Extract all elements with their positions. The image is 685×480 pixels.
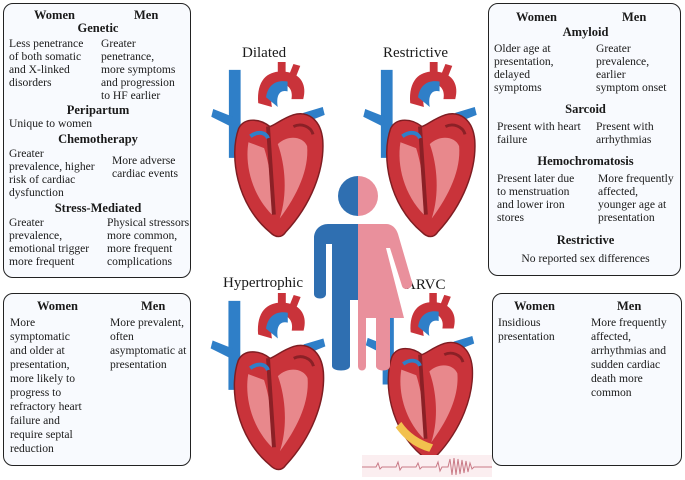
hypertrophic-info-box: Women Men More symptomatic and older at … <box>3 293 191 466</box>
chemo-men-line: More adverse <box>112 154 176 167</box>
stress-men-line: complications <box>107 255 173 268</box>
men-text-line: often <box>110 330 134 343</box>
genetic-women-line: disorders <box>9 76 52 89</box>
stress-mediated-title: Stress-Mediated <box>54 201 142 215</box>
men-heading: Men <box>141 299 166 313</box>
stress-women-line: prevalence, <box>9 229 63 242</box>
women-text-line: presentation, <box>10 358 70 371</box>
stress-women-line: Greater <box>9 216 44 229</box>
sarcoid-men-line: Present with <box>596 120 654 133</box>
chemotherapy-title: Chemotherapy <box>58 132 138 146</box>
stress-women-line: emotional trigger <box>9 242 90 255</box>
ecg-trace-icon <box>362 455 492 477</box>
arvc-heart-icon <box>363 291 477 462</box>
arvc-info-box: Women Men Insidious presentation More fr… <box>492 293 682 466</box>
men-text-line: sudden cardiac <box>591 358 661 371</box>
men-text-line: arrhythmias and <box>591 344 667 357</box>
peripartum-text: Unique to women <box>9 117 93 130</box>
men-heading: Men <box>622 10 647 24</box>
genetic-men-line: and progression <box>101 76 175 89</box>
amyloid-men-line: symptom onset <box>596 81 667 94</box>
dilated-info-box: Women Men Genetic Less penetrance of bot… <box>3 3 191 278</box>
dilated-label: Dilated <box>242 45 287 61</box>
hemochromatosis-title: Hemochromatosis <box>537 154 634 168</box>
chemo-women-line: prevalence, higher <box>9 160 95 173</box>
chemo-men-line: cardiac events <box>112 167 178 180</box>
amyloid-men-line: prevalence, <box>596 55 650 68</box>
genetic-men-line: Greater <box>101 37 136 50</box>
men-text-line: common <box>591 386 632 399</box>
hemo-men-line: younger age at <box>598 198 667 211</box>
genetic-title: Genetic <box>77 21 119 35</box>
women-text-line: more likely to <box>10 372 76 385</box>
men-text-line: More prevalent, <box>110 316 185 329</box>
restrictive-subtitle: Restrictive <box>556 233 615 247</box>
restrictive-label: Restrictive <box>383 45 448 61</box>
women-text-line: presentation <box>498 330 555 343</box>
hemo-women-line: stores <box>497 211 525 224</box>
women-text-line: Insidious <box>498 316 541 329</box>
genetic-men-line: to HF earlier <box>101 89 161 102</box>
women-text-line: failure and <box>10 414 60 427</box>
hemo-women-line: to menstruation <box>497 185 570 198</box>
stress-men-line: Physical stressors <box>107 216 190 229</box>
women-text-line: require septal <box>10 428 73 441</box>
women-text-line: progress to <box>10 386 62 399</box>
women-text-line: refractory heart <box>10 400 82 413</box>
genetic-men-line: penetrance, <box>101 50 155 63</box>
stress-women-line: more frequent <box>9 255 75 268</box>
men-heading: Men <box>617 299 642 313</box>
women-heading: Women <box>516 10 557 24</box>
men-text-line: More frequently <box>591 316 667 329</box>
men-text-line: presentation <box>110 358 167 371</box>
men-text-line: asymptomatic at <box>110 344 187 357</box>
women-heading: Women <box>34 8 75 22</box>
men-text-line: death more <box>591 372 643 385</box>
hypertrophic-label: Hypertrophic <box>223 275 303 291</box>
sarcoid-title: Sarcoid <box>565 102 606 116</box>
genetic-men-line: more symptoms <box>101 63 176 76</box>
genetic-women-line: of both somatic <box>9 50 82 63</box>
sex-symbol-figure-icon <box>314 176 413 371</box>
men-heading: Men <box>134 8 159 22</box>
women-text-line: More <box>10 316 36 329</box>
genetic-women-line: Less penetrance <box>9 37 84 50</box>
chemo-women-line: risk of cardiac <box>9 173 76 186</box>
women-heading: Women <box>514 299 555 313</box>
sarcoid-men-line: arrhythmias <box>596 133 652 146</box>
women-text-line: symptomatic <box>10 330 70 343</box>
hemo-women-line: Present later due <box>497 172 575 185</box>
arvc-label: ARVC <box>405 277 446 293</box>
hemo-men-line: presentation <box>598 211 655 224</box>
women-heading: Women <box>37 299 78 313</box>
hemo-women-line: and lower iron <box>497 198 565 211</box>
stress-men-line: more frequent <box>107 242 173 255</box>
amyloid-men-line: earlier <box>596 68 626 81</box>
amyloid-women-line: delayed <box>494 68 531 81</box>
amyloid-title: Amyloid <box>562 25 609 39</box>
restrictive-info-box: Women Men Amyloid Older age at presentat… <box>488 3 681 276</box>
chemo-women-line: Greater <box>9 147 44 160</box>
women-text-line: and older at <box>10 344 65 357</box>
genetic-women-line: and X-linked <box>9 63 70 76</box>
hemo-men-line: More frequently <box>598 172 674 185</box>
sarcoid-women-line: Present with heart <box>497 120 581 133</box>
women-text-line: reduction <box>10 442 54 455</box>
chemo-women-line: dysfunction <box>9 186 64 199</box>
amyloid-women-line: presentation, <box>494 55 554 68</box>
restrictive-text: No reported sex differences <box>521 252 650 265</box>
sarcoid-women-line: failure <box>497 133 528 146</box>
amyloid-women-line: Older age at <box>494 42 551 55</box>
men-text-line: affected, <box>591 330 632 343</box>
hemo-men-line: affected, <box>598 185 639 198</box>
peripartum-title: Peripartum <box>66 103 130 117</box>
stress-men-line: more common, <box>107 229 178 242</box>
amyloid-men-line: Greater <box>596 42 631 55</box>
amyloid-women-line: symptoms <box>494 81 542 94</box>
